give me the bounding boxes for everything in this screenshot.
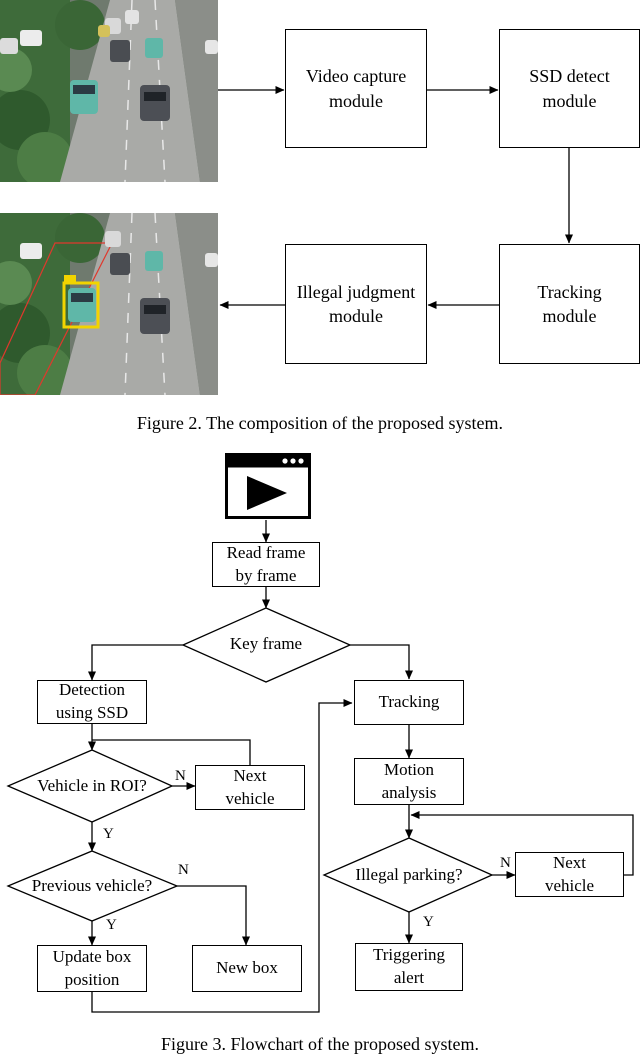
video-capture-module: Video capture module <box>285 29 427 148</box>
illegal-judgment-module-label: Illegal judgment module <box>296 281 416 326</box>
next-vehicle-box-left: Next vehicle <box>195 765 305 810</box>
prev-no-label: N <box>178 862 189 878</box>
ssd-detect-module: SSD detect module <box>499 29 640 148</box>
next-vehicle-left-label: Next vehicle <box>225 765 275 808</box>
illegal-judgment-module: Illegal judgment module <box>285 244 427 364</box>
motion-analysis-box: Motion analysis <box>354 758 464 805</box>
vehicle-in-roi-decision: Vehicle in ROI? <box>37 776 147 795</box>
read-frame-label: Read frame by frame <box>226 542 306 585</box>
next-vehicle-right-label: Next vehicle <box>544 852 595 895</box>
read-frame-box: Read frame by frame <box>212 542 320 587</box>
illegal-parking-decision: Illegal parking? <box>355 865 463 884</box>
parking-no-label: N <box>500 855 511 871</box>
detection-label: Detection using SSD <box>55 680 129 722</box>
roi-yes-label: Y <box>103 826 114 842</box>
detection-box: Detection using SSD <box>37 680 147 724</box>
traffic-photo-input <box>0 0 218 182</box>
new-box-box: New box <box>192 945 302 992</box>
tracking-box: Tracking <box>354 680 464 725</box>
triggering-alert-box: Triggering alert <box>355 943 463 991</box>
motion-analysis-label: Motion analysis <box>381 759 437 802</box>
next-vehicle-box-right: Next vehicle <box>515 852 624 897</box>
roi-no-label: N <box>175 768 186 784</box>
triggering-alert-label: Triggering alert <box>372 945 446 987</box>
key-frame-decision: Key frame <box>229 634 303 653</box>
prev-yes-label: Y <box>106 917 117 933</box>
update-box-label: Update box position <box>52 946 132 989</box>
traffic-photo-output <box>0 213 218 395</box>
video-player-icon <box>225 453 311 519</box>
parking-yes-label: Y <box>423 914 434 930</box>
video-capture-module-label: Video capture module <box>305 66 407 111</box>
figure3-caption: Figure 3. Flowchart of the proposed syst… <box>161 1034 479 1054</box>
tracking-label: Tracking <box>378 692 440 712</box>
update-box-position-box: Update box position <box>37 945 147 992</box>
previous-vehicle-decision: Previous vehicle? <box>31 876 153 895</box>
ssd-detect-module-label: SSD detect module <box>529 66 610 111</box>
figure2-caption: Figure 2. The composition of the propose… <box>136 413 504 433</box>
tracking-module-label: Tracking module <box>537 281 602 326</box>
new-box-label: New box <box>216 958 278 978</box>
tracking-module: Tracking module <box>499 244 640 364</box>
